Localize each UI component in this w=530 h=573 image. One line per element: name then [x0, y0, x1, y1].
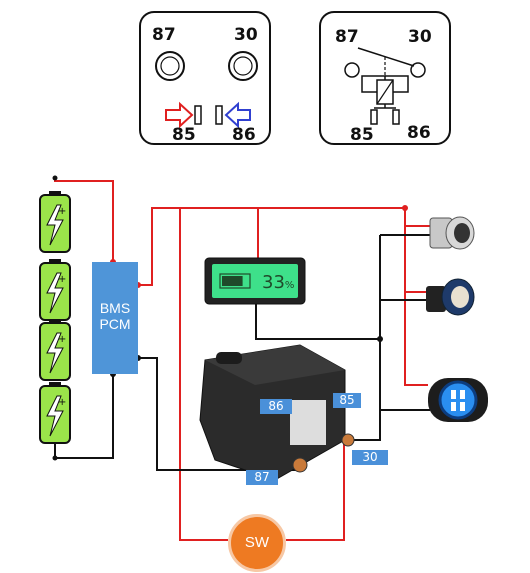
relay-schematic: 87 30 85 86 — [319, 11, 451, 145]
relay-socket-pinout: 87 30 85 86 — [139, 11, 271, 145]
battery-pack: + + + + — [39, 175, 71, 461]
switch-arm — [357, 47, 415, 67]
contact-87-icon — [344, 62, 360, 78]
svg-text:+: + — [58, 274, 66, 285]
lightning-icon — [46, 395, 64, 437]
battery-meter — [204, 257, 306, 305]
negative-wires — [54, 234, 430, 471]
battery-cell: + — [39, 382, 71, 444]
usb-socket — [428, 378, 488, 422]
bms-pcm-board: BMS PCM — [92, 262, 138, 374]
relay-tag-30: 30 — [352, 450, 388, 465]
meter-unit: % — [284, 280, 295, 291]
dc-barrel-jack — [429, 216, 475, 250]
socket-slot-85 — [194, 105, 202, 125]
svg-text:+: + — [58, 334, 66, 345]
socket-hole-87 — [155, 51, 185, 81]
pcm-label: PCM — [99, 316, 131, 332]
meter-battery-icon — [219, 273, 251, 289]
schematic-pin-86: 86 — [407, 123, 431, 143]
battery-cell: + — [39, 259, 71, 321]
blue-arrow-icon — [224, 101, 251, 129]
battery-cell: + — [39, 191, 71, 253]
meter-percent: 33 — [262, 272, 285, 293]
terminal-87 — [292, 457, 308, 473]
terminal-30 — [341, 433, 355, 447]
lightning-icon — [46, 204, 64, 246]
schematic-pin-30: 30 — [408, 27, 432, 47]
schematic-pin-87: 87 — [335, 27, 359, 47]
socket-slot-86 — [215, 105, 223, 125]
meter-readout: 33% — [262, 272, 294, 293]
svg-text:+: + — [58, 206, 66, 217]
cigarette-socket — [426, 278, 475, 316]
relay — [199, 344, 355, 481]
power-switch[interactable]: SW — [228, 514, 286, 572]
socket-pin-85: 85 — [172, 125, 196, 145]
schematic-pin-85: 85 — [350, 125, 374, 145]
relay-tag-85: 85 — [333, 393, 361, 408]
red-arrow-icon — [165, 101, 194, 129]
socket-pin-87: 87 — [152, 25, 176, 45]
socket-pin-86: 86 — [232, 125, 256, 145]
relay-terminal-block — [290, 400, 326, 445]
bms-label: BMS — [99, 300, 131, 316]
lightning-icon — [46, 272, 64, 314]
socket-pin-30: 30 — [234, 25, 258, 45]
contact-30-icon — [410, 62, 426, 78]
relay-mount-tab — [216, 352, 242, 364]
relay-tag-87: 87 — [246, 470, 278, 485]
socket-hole-30 — [228, 51, 258, 81]
battery-cell: + — [39, 319, 71, 381]
relay-tag-86: 86 — [260, 399, 292, 414]
svg-text:+: + — [58, 397, 66, 408]
meter-level-fill — [222, 276, 243, 286]
lightning-icon — [46, 332, 64, 374]
